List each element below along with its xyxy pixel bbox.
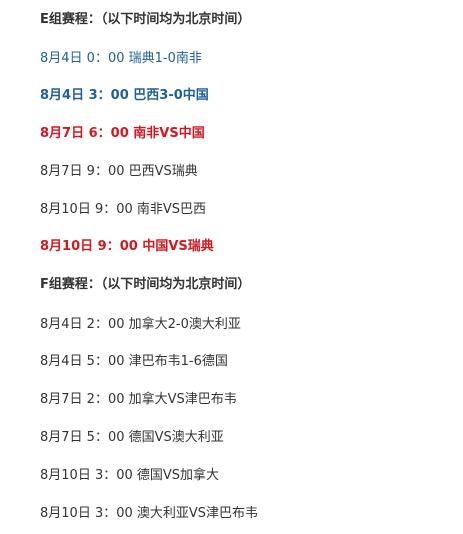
group-f-match-2: 8月4日 5：00 津巴布韦1-6德国 xyxy=(40,354,228,369)
group-f-match-5: 8月10日 3：00 德国VS加拿大 xyxy=(40,468,220,483)
group-f-match-3: 8月7日 2：00 加拿大VS津巴布韦 xyxy=(40,392,237,407)
group-e-heading: E组赛程：（以下时间均为北京时间） xyxy=(40,12,251,27)
group-f-match-4: 8月7日 5：00 德国VS澳大利亚 xyxy=(40,430,224,445)
group-f-match-1: 8月4日 2：00 加拿大2-0澳大利亚 xyxy=(40,317,241,332)
group-e-match-5: 8月10日 9：00 南非VS巴西 xyxy=(40,202,207,217)
group-e-match-6: 8月10日 9：00 中国VS瑞典 xyxy=(40,239,214,254)
group-e-match-4: 8月7日 9：00 巴西VS瑞典 xyxy=(40,164,198,179)
group-e-match-1: 8月4日 0：00 瑞典1-0南非 xyxy=(40,51,202,66)
group-e-match-2: 8月4日 3：00 巴西3-0中国 xyxy=(40,88,209,103)
group-e-match-3: 8月7日 6：00 南非VS中国 xyxy=(40,126,205,141)
group-f-heading: F组赛程：（以下时间均为北京时间） xyxy=(40,277,251,292)
group-f-match-6: 8月10日 3：00 澳大利亚VS津巴布韦 xyxy=(40,506,259,521)
